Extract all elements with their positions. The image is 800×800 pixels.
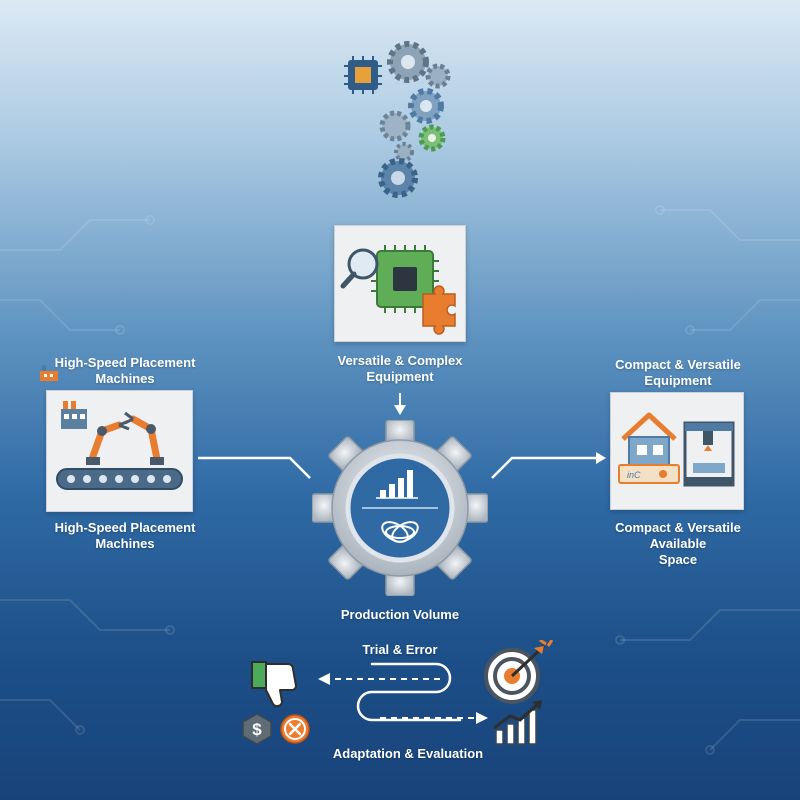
chip-magnifier-puzzle-icon [340, 245, 456, 335]
arrow-down-icon [394, 393, 406, 415]
robot-arm-conveyor-icon [56, 401, 183, 490]
versatile-equipment-panel [334, 225, 466, 342]
top-node-caption: Versatile & Complex Equipment [337, 353, 463, 384]
left-node-title: High-Speed Placement Machines [54, 355, 196, 386]
right-node-title: Compact & Versatile Equipment [615, 357, 741, 388]
x-circle-icon [280, 714, 310, 744]
growth-chart-icon [493, 700, 542, 745]
svg-text:$: $ [252, 720, 262, 739]
left-node-caption: High-Speed Placement Machines [54, 520, 196, 551]
compact-equipment-panel: inC [610, 392, 744, 510]
house-and-3d-printer-icon: inC [618, 412, 735, 487]
trial-error-label: Trial & Error [362, 642, 438, 657]
dollar-icon: $ [242, 713, 272, 745]
adaptation-label: Adaptation & Evaluation [332, 746, 484, 761]
thumbs-down-icon [251, 661, 297, 708]
center-caption: Production Volume [340, 607, 460, 622]
right-node-caption: Compact & Versatile Available Space [615, 520, 741, 567]
high-speed-panel [46, 390, 193, 512]
target-arrow-icon [484, 640, 554, 704]
svg-text:inC: inC [627, 470, 641, 480]
gear-with-bar-chart-icon [312, 420, 488, 596]
factory-small-icon [40, 365, 58, 381]
gears-chip-icon [344, 41, 451, 198]
